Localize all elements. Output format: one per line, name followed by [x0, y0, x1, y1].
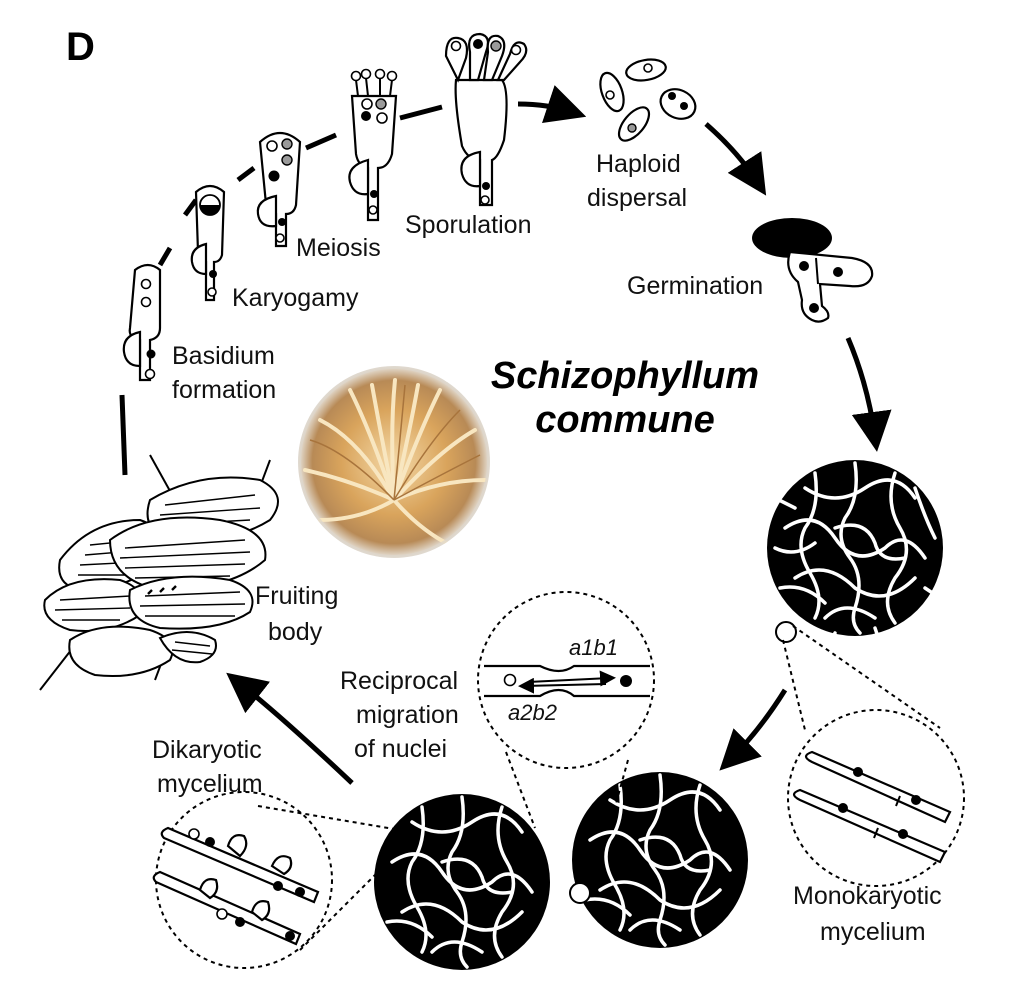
mushroom-gill-photo	[298, 366, 490, 558]
genotype-a1b1: a1b1	[569, 635, 618, 660]
label-basidium-formation-2: formation	[172, 376, 276, 404]
species-name-line1: Schizophyllum	[491, 355, 759, 397]
label-reciprocal-3: of nuclei	[354, 735, 447, 763]
monokaryotic-zoom	[782, 625, 965, 887]
mating-colony-right	[572, 772, 748, 948]
mating-colony-left	[374, 794, 550, 970]
fruiting-body-illustration	[39, 454, 279, 691]
label-fruiting-body-2: body	[268, 618, 323, 646]
arrow-to-fruiting	[226, 672, 354, 785]
monokaryotic-colony	[767, 460, 943, 646]
label-basidium-formation-1: Basidium	[172, 342, 275, 370]
reciprocal-migration-zoom	[477, 591, 655, 829]
label-monokaryotic-1: Monokaryotic	[793, 882, 942, 910]
label-monokaryotic-2: mycelium	[820, 918, 926, 946]
dikaryotic-zoom	[152, 791, 401, 969]
arrow-to-germination	[704, 122, 767, 196]
meiosis-basidium-illustration	[256, 131, 302, 248]
panel-label: D	[66, 25, 95, 69]
label-karyogamy: Karyogamy	[232, 284, 359, 312]
germination-illustration	[752, 218, 874, 323]
label-germination: Germination	[627, 272, 763, 300]
species-name-line2: commune	[535, 399, 714, 441]
cycle-dashed-arc	[119, 104, 443, 476]
spores-illustration	[599, 58, 697, 142]
label-haploid-dispersal-2: dispersal	[587, 184, 687, 212]
arrow-to-mating	[719, 688, 788, 771]
label-reciprocal-2: migration	[356, 701, 459, 729]
sterigmata-basidium-illustration	[348, 68, 398, 222]
cycle-arrows	[226, 85, 892, 785]
label-fruiting-body-1: Fruiting	[255, 582, 338, 610]
sporulation-basidium-illustration	[444, 32, 528, 207]
label-sporulation: Sporulation	[405, 211, 531, 239]
label-meiosis: Meiosis	[296, 234, 381, 262]
karyogamy-illustration	[190, 184, 226, 302]
arrow-to-dispersal	[517, 85, 587, 124]
label-dikaryotic-1: Dikaryotic	[152, 736, 262, 764]
label-dikaryotic-2: mycelium	[157, 770, 263, 798]
basidium-formation-illustration	[122, 263, 162, 382]
arrow-to-mycelium	[845, 337, 892, 452]
label-reciprocal-1: Reciprocal	[340, 667, 458, 695]
genotype-a2b2: a2b2	[508, 700, 557, 725]
label-haploid-dispersal-1: Haploid	[596, 150, 681, 178]
